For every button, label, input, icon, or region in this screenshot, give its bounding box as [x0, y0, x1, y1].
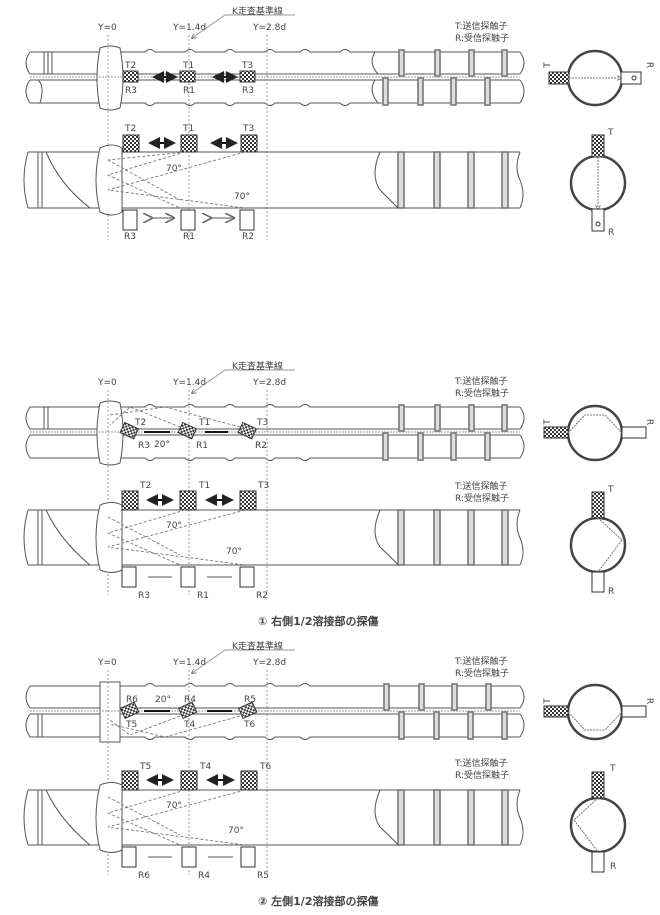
section-r-label: R [608, 228, 615, 238]
pos-y14: Y=1.4d [173, 378, 207, 388]
panel-top: K走査基準線 Y=0 Y=1.4d Y=2.8d T:送信探触子 R:受信探触子… [0, 0, 660, 260]
section-t-label: T [542, 419, 553, 425]
legend: T:送信探触子 R:受信探触子 [455, 759, 510, 781]
angle-label: 70° [166, 164, 182, 174]
probe-label: T3 [258, 481, 270, 491]
probe-label: T4 [184, 720, 196, 730]
probe-label: T2 [140, 481, 152, 491]
probe-label: R3 [124, 232, 136, 242]
probe-label: R1 [196, 441, 208, 451]
pos-y28: Y=2.8d [253, 658, 287, 668]
probe-label: R3 [125, 86, 137, 96]
caption-right-half: ① 右側1/2溶接部の探傷 [258, 615, 379, 628]
pos-y0: Y=0 [98, 378, 117, 388]
panel-right-half: K走査基準線 Y=0 Y=1.4d Y=2.8d T:送信探触子 R:受信探触子… [0, 355, 660, 635]
probe-label: T1 [199, 418, 211, 428]
probe-label: T3 [243, 124, 255, 134]
section-r-label: R [644, 697, 655, 705]
legend: T:送信探触子 R:受信探触子 [455, 377, 510, 399]
probe-label: R3 [138, 441, 150, 451]
pos-y14: Y=1.4d [173, 658, 207, 668]
plan-angle-label: 20° [155, 695, 171, 705]
probe-label: R1 [183, 86, 195, 96]
angle-label: 70° [228, 826, 244, 836]
probe-label: T2 [125, 124, 137, 134]
panel-left-half: K走査基準線 Y=0 Y=1.4d Y=2.8d T:送信探触子 R:受信探触子… [0, 640, 660, 915]
probe-label: R2 [256, 591, 268, 601]
section-t-label: T [542, 698, 553, 704]
probe-label: T3 [242, 61, 254, 71]
probe-label: T1 [183, 124, 195, 134]
angle-label: 70° [234, 192, 250, 202]
ref-line-label: K走査基準線 [232, 642, 283, 652]
probe-label: T6 [244, 720, 256, 730]
probe-label: R5 [257, 871, 269, 881]
pos-y28: Y=2.8d [253, 23, 287, 33]
probe-label: R1 [183, 232, 195, 242]
angle-label: 70° [166, 521, 182, 531]
section-t-label: T [608, 128, 614, 138]
probe-label: R1 [197, 591, 209, 601]
section-r-label: R [608, 587, 615, 597]
probe-label: T1 [199, 481, 211, 491]
probe-label: R4 [198, 871, 210, 881]
probe-label: T1 [183, 61, 195, 71]
pos-y0: Y=0 [98, 23, 117, 33]
probe-label: T5 [140, 762, 152, 772]
probe-label: T6 [260, 762, 272, 772]
probe-label: T4 [200, 762, 212, 772]
pos-y14: Y=1.4d [173, 23, 207, 33]
rebar-diagram-left-half [23, 649, 647, 875]
caption-left-half: ② 左側1/2溶接部の探傷 [258, 895, 379, 908]
probe-label: R5 [244, 695, 256, 705]
section-r-label: R [644, 61, 655, 69]
section-r-label: R [644, 418, 655, 426]
legend: T:送信探触子 R:受信探触子 [455, 22, 510, 44]
probe-label: T2 [135, 418, 147, 428]
plan-angle-label: 20° [154, 440, 170, 450]
pos-y28: Y=2.8d [253, 378, 287, 388]
probe-label: T2 [125, 61, 137, 71]
pos-y0: Y=0 [98, 658, 117, 668]
probe-label: R4 [184, 695, 196, 705]
rebar-diagram-top [23, 14, 525, 240]
section-t-label: T [610, 764, 616, 774]
probe-label: R3 [242, 86, 254, 96]
section-r-label: R [610, 862, 617, 872]
probe-label: R2 [242, 232, 254, 242]
rebar-diagram-right-half [23, 369, 647, 595]
section-t-label: T [608, 485, 614, 495]
legend: T:送信探触子 R:受信探触子 [455, 657, 510, 679]
probe-label: R6 [138, 871, 150, 881]
probe-label: T5 [126, 720, 138, 730]
probe-label: R3 [138, 591, 150, 601]
angle-label: 70° [226, 547, 242, 557]
section-t-label: T [542, 62, 553, 68]
ref-line-label: K走査基準線 [232, 7, 283, 17]
cross-section-top [548, 49, 642, 232]
ref-line-label: K走査基準線 [232, 362, 283, 372]
legend: T:送信探触子 R:受信探触子 [455, 482, 510, 504]
probe-label: R2 [255, 441, 267, 451]
angle-label: 70° [166, 801, 182, 811]
probe-label: T3 [257, 418, 269, 428]
probe-label: R6 [126, 695, 138, 705]
